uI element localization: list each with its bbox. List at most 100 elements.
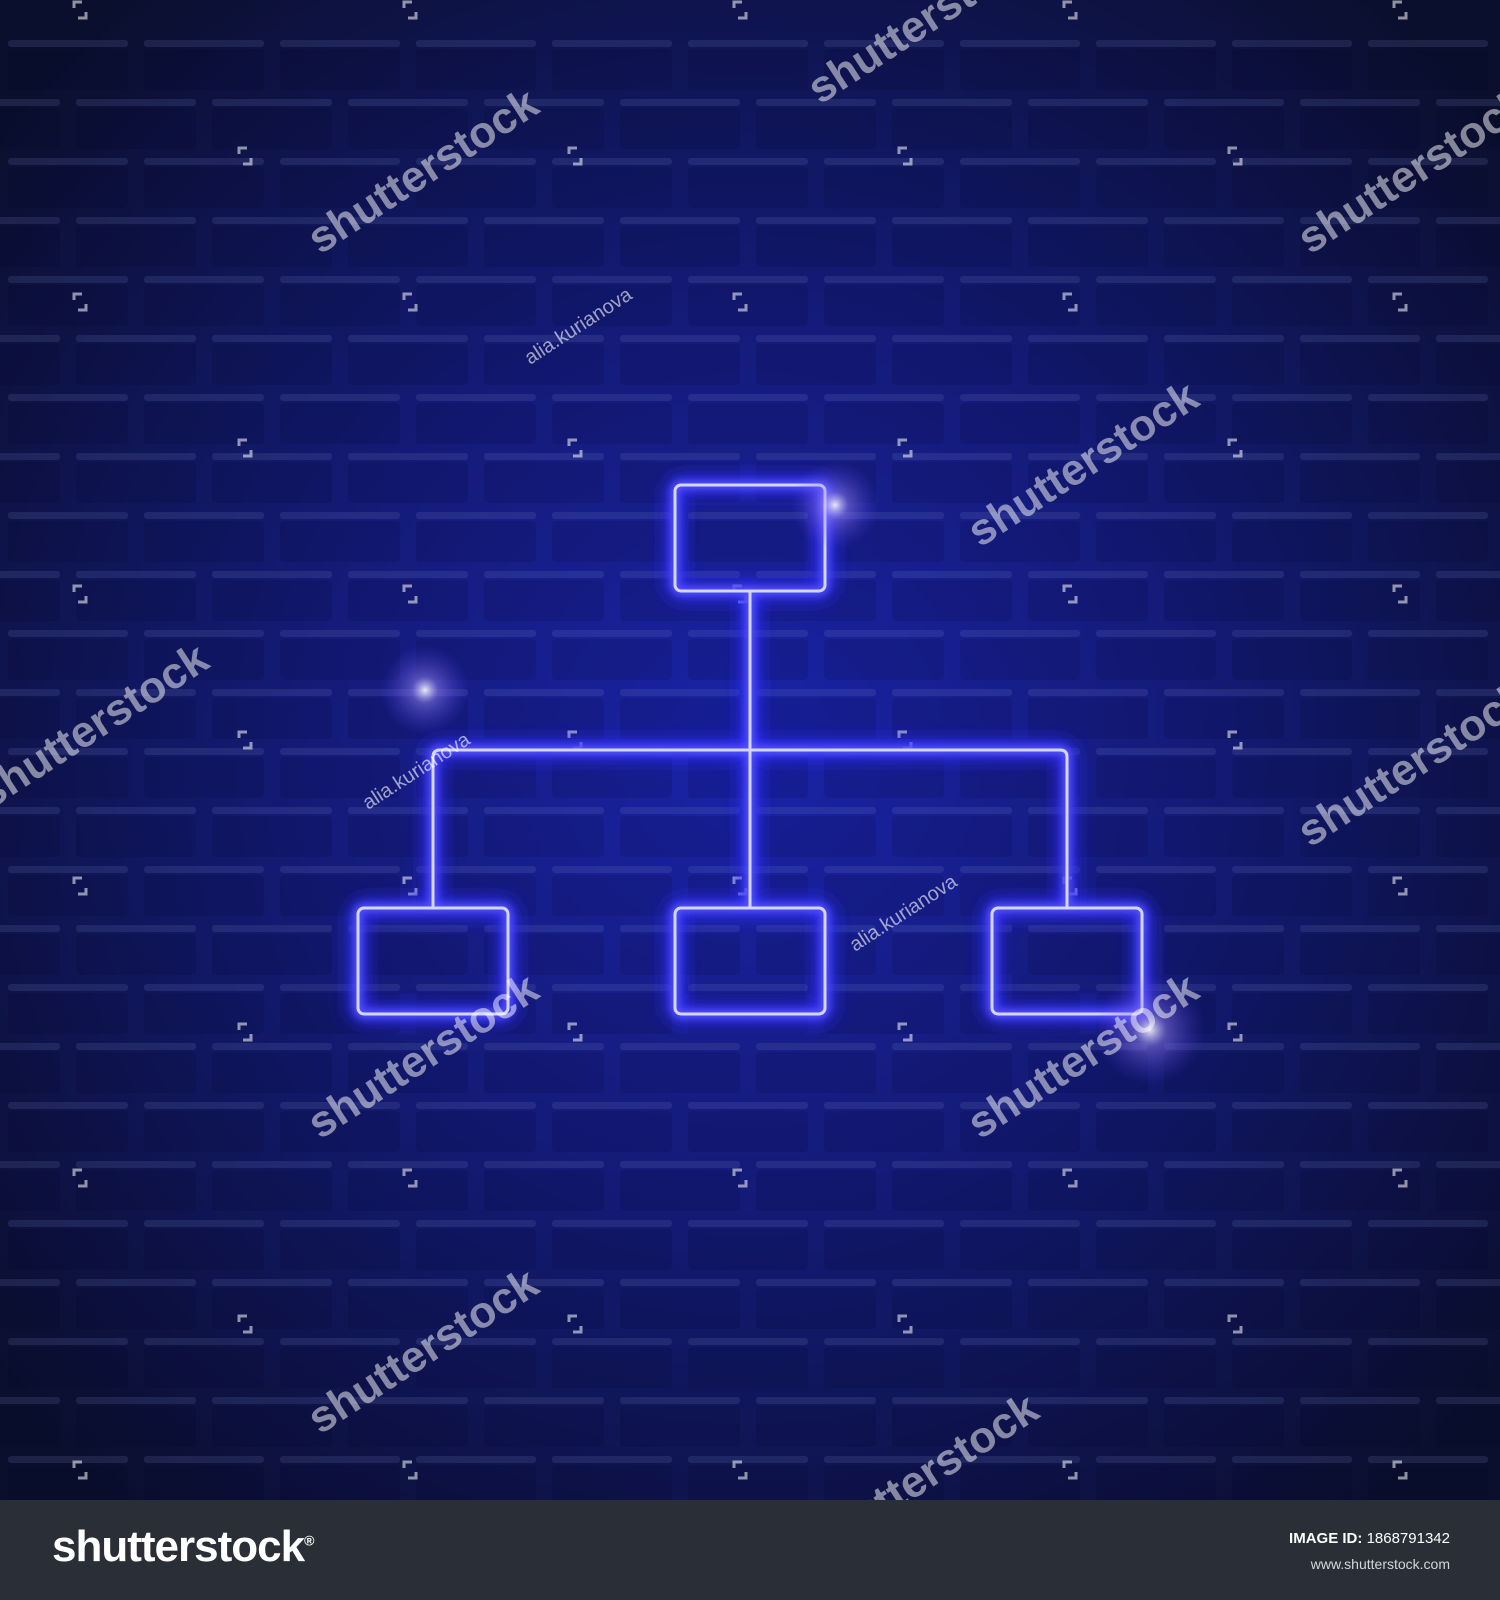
brick [1300, 1406, 1420, 1447]
brick-edge [552, 984, 672, 991]
brick [416, 167, 536, 208]
brick-edge [960, 394, 1080, 401]
brick-edge [1096, 1456, 1216, 1463]
footer-logo-text: shutterstock [52, 1522, 305, 1571]
image-id-label: IMAGE ID: [1289, 1530, 1363, 1547]
brick-edge [1232, 984, 1352, 991]
brick [1028, 226, 1148, 267]
brick [824, 49, 944, 90]
brick [8, 875, 128, 916]
brick-edge [1368, 394, 1488, 401]
watermark-glyph [72, 1168, 88, 1188]
brick-edge [8, 1338, 128, 1345]
watermark-glyph [1062, 292, 1078, 312]
image-id: IMAGE ID: 1868791342 [1289, 1530, 1450, 1547]
brick [280, 1347, 400, 1388]
brick [1164, 816, 1284, 857]
brick [1368, 521, 1488, 562]
watermark-glyph [567, 1022, 583, 1042]
brick [1368, 1111, 1488, 1152]
light-flare-right [1095, 975, 1205, 1085]
brick-edge [960, 276, 1080, 283]
brick [280, 1465, 400, 1500]
brick-edge [484, 1279, 604, 1286]
brick [144, 1347, 264, 1388]
brick-edge [484, 689, 604, 696]
brick-edge [1164, 571, 1284, 578]
brick [960, 1111, 1080, 1152]
brick [960, 1465, 1080, 1500]
brick [620, 1170, 740, 1211]
neon-core [356, 483, 1144, 1016]
brick [1232, 1465, 1352, 1500]
brick [1368, 993, 1488, 1034]
brick [1232, 993, 1352, 1034]
brick-edge [1368, 512, 1488, 519]
brick [688, 285, 808, 326]
watermark-glyph [732, 1460, 748, 1480]
brick-edge [960, 512, 1080, 519]
brick [892, 816, 1012, 857]
watermark-glyph [567, 1314, 583, 1334]
brick-edge [960, 630, 1080, 637]
brick-edge [1232, 1338, 1352, 1345]
brick [756, 934, 876, 975]
brick-edge [76, 99, 196, 106]
brick-edge [756, 807, 876, 814]
brick-edge [1368, 1102, 1488, 1109]
brick [212, 108, 332, 149]
brick-edge [1368, 866, 1488, 873]
brick-edge [144, 630, 264, 637]
brick-edge [0, 1397, 60, 1404]
brick [484, 108, 604, 149]
brick-edge [1164, 453, 1284, 460]
brick-edge [620, 99, 740, 106]
brick-edge [8, 748, 128, 755]
brick [1300, 108, 1420, 149]
brick [688, 1347, 808, 1388]
brick [8, 1347, 128, 1388]
brick-edge [756, 689, 876, 696]
brick-edge [212, 689, 332, 696]
brick [552, 1347, 672, 1388]
watermark-glyph [72, 1460, 88, 1480]
brick [756, 344, 876, 385]
brick [0, 698, 60, 739]
brick [484, 462, 604, 503]
brick [0, 226, 60, 267]
footer-logo: shutterstock® [52, 1522, 314, 1572]
brick [892, 1170, 1012, 1211]
brick [620, 1406, 740, 1447]
brick-edge [552, 866, 672, 873]
brick [8, 1465, 128, 1500]
brick [1232, 639, 1352, 680]
brick-edge [552, 630, 672, 637]
brick [1028, 1288, 1148, 1329]
brick-edge [552, 1102, 672, 1109]
brick [1096, 757, 1216, 798]
brick-edge [144, 866, 264, 873]
brick-edge [416, 1456, 536, 1463]
brick-edge [8, 1456, 128, 1463]
brick [1368, 167, 1488, 208]
brick [1300, 226, 1420, 267]
brick-edge [1300, 453, 1420, 460]
brick-edge [1028, 807, 1148, 814]
brick-edge [0, 99, 60, 106]
brick [1368, 875, 1488, 916]
brick [1368, 639, 1488, 680]
brick [144, 285, 264, 326]
brick-edge [76, 1279, 196, 1286]
brick-edge [552, 158, 672, 165]
watermark-glyph [1227, 1314, 1243, 1334]
brick-edge [756, 1397, 876, 1404]
brick [212, 1170, 332, 1211]
brick-edge [0, 1043, 60, 1050]
brick [1096, 403, 1216, 444]
watermark-glyph [897, 1022, 913, 1042]
brick-edge [1096, 748, 1216, 755]
brick [1232, 875, 1352, 916]
brick [892, 108, 1012, 149]
brick-edge [756, 1161, 876, 1168]
brick [1164, 1406, 1284, 1447]
